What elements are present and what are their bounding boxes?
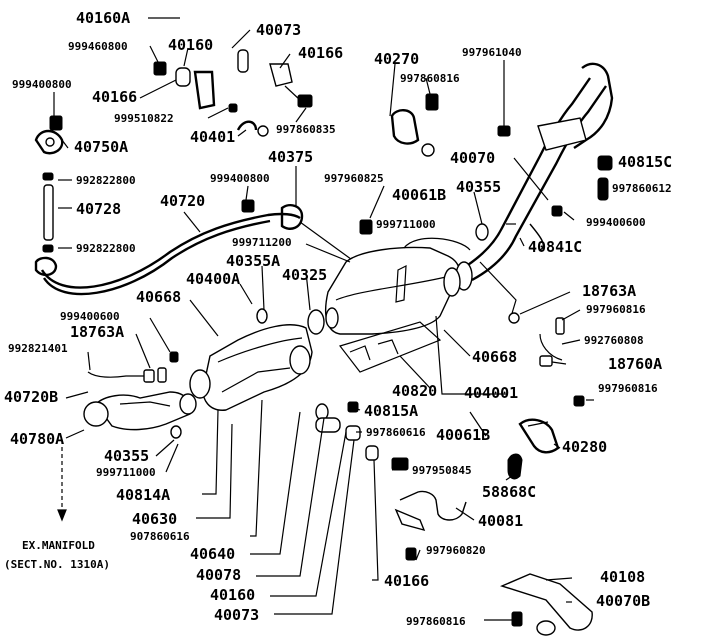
- label-40815A: 40815A: [364, 402, 418, 420]
- bolt-997950845: [391, 453, 523, 480]
- oxygen-sensor-18760A: [539, 317, 585, 407]
- label-40081: 40081: [478, 512, 523, 530]
- label-40728: 40728: [76, 200, 121, 218]
- label-40078: 40078: [196, 566, 241, 584]
- oxygen-sensor-18763A: [87, 351, 179, 383]
- label-40780A: 40780A: [10, 430, 64, 448]
- label-999400600-left: 999400600: [60, 310, 120, 323]
- hanger-40108: [499, 573, 593, 636]
- label-40108: 40108: [600, 568, 645, 586]
- label-404001: 404001: [464, 384, 518, 402]
- label-40375: 40375: [268, 148, 313, 166]
- hanger-rod-40728: [42, 172, 54, 253]
- label-997960816-right-1: 997960816: [586, 303, 646, 316]
- label-40160-bottom: 40160: [210, 586, 255, 604]
- hanger-40160-assembly: [153, 49, 313, 137]
- label-997960816-right-2: 997960816: [598, 382, 658, 395]
- label-40061B-bottom: 40061B: [436, 426, 490, 444]
- part-drawings: [34, 49, 614, 636]
- label-997860816-bottom: 997860816: [406, 615, 466, 628]
- tail-pipe-40070: [459, 62, 614, 324]
- label-40400A: 40400A: [186, 270, 240, 288]
- label-40668-left: 40668: [136, 288, 181, 306]
- label-999711000-top: 999711000: [376, 218, 436, 231]
- label-997860616: 997860616: [366, 426, 426, 439]
- label-40325: 40325: [282, 266, 327, 284]
- label-40166-left: 40166: [92, 88, 137, 106]
- bracket-40270: [390, 93, 439, 157]
- label-40160A: 40160A: [76, 9, 130, 27]
- label-40166-top-right: 40166: [298, 44, 343, 62]
- leader-lines: [53, 17, 612, 621]
- label-997960820: 997960820: [426, 544, 486, 557]
- note-section-number: (SECT.NO. 1310A): [4, 558, 110, 571]
- label-18763A-right: 18763A: [582, 282, 636, 300]
- label-18763A-left: 18763A: [70, 323, 124, 341]
- label-40070: 40070: [450, 149, 495, 167]
- label-40061B-top: 40061B: [392, 186, 446, 204]
- label-40160-top: 40160: [168, 36, 213, 54]
- label-999460800: 999460800: [68, 40, 128, 53]
- bracket-40280: [518, 418, 560, 454]
- label-40073-bottom: 40073: [214, 606, 259, 624]
- label-58868C: 58868C: [482, 483, 536, 501]
- label-992760808: 992760808: [584, 334, 644, 347]
- label-997860612: 997860612: [612, 182, 672, 195]
- label-40355-bottom: 40355: [104, 447, 149, 465]
- label-40720: 40720: [160, 192, 205, 210]
- front-pipe-40780A: [83, 391, 197, 431]
- label-992822800-bottom: 992822800: [76, 242, 136, 255]
- part-labels: 40160A 40073 999460800 40160 40166 40270…: [4, 9, 672, 628]
- insulator-40815C: [597, 155, 613, 201]
- bracket-40750A: [34, 115, 64, 155]
- label-40720B: 40720B: [4, 388, 58, 406]
- label-997950845: 997950845: [412, 464, 472, 477]
- note-ex-manifold: EX.MANIFOLD: [22, 539, 95, 552]
- label-18760A: 18760A: [608, 355, 662, 373]
- label-40750A: 40750A: [74, 138, 128, 156]
- label-999711000-bottom: 999711000: [96, 466, 156, 479]
- label-907860616: 907860616: [130, 530, 190, 543]
- label-997860835: 997860835: [276, 123, 336, 136]
- label-997860816-top: 997860816: [400, 72, 460, 85]
- label-40355A: 40355A: [226, 252, 280, 270]
- label-40070B: 40070B: [596, 592, 650, 610]
- label-40668-right: 40668: [472, 348, 517, 366]
- label-40270: 40270: [374, 50, 419, 68]
- label-40814A: 40814A: [116, 486, 170, 504]
- label-40355-top: 40355: [456, 178, 501, 196]
- label-997960825: 997960825: [324, 172, 384, 185]
- label-999510822: 999510822: [114, 112, 174, 125]
- label-997961040: 997961040: [462, 46, 522, 59]
- label-40166-bottom: 40166: [384, 572, 429, 590]
- label-40401: 40401: [190, 128, 235, 146]
- label-992822800-top: 992822800: [76, 174, 136, 187]
- label-992821401: 992821401: [8, 342, 68, 355]
- front-converter-40630: [170, 308, 313, 439]
- bracket-40081: [394, 490, 467, 561]
- label-40820: 40820: [392, 382, 437, 400]
- label-40815C: 40815C: [618, 153, 672, 171]
- gasket-40355: [359, 219, 489, 297]
- label-40073-top: 40073: [256, 21, 301, 39]
- label-40280: 40280: [562, 438, 607, 456]
- label-999711200: 999711200: [232, 236, 292, 249]
- label-999400600-right: 999400600: [586, 216, 646, 229]
- label-999400800-mid: 999400800: [210, 172, 270, 185]
- label-40640: 40640: [190, 545, 235, 563]
- label-40841C: 40841C: [528, 238, 582, 256]
- label-40630: 40630: [132, 510, 177, 528]
- catalytic-converter-40400A: [307, 246, 460, 373]
- label-999400800-left: 999400800: [12, 78, 72, 91]
